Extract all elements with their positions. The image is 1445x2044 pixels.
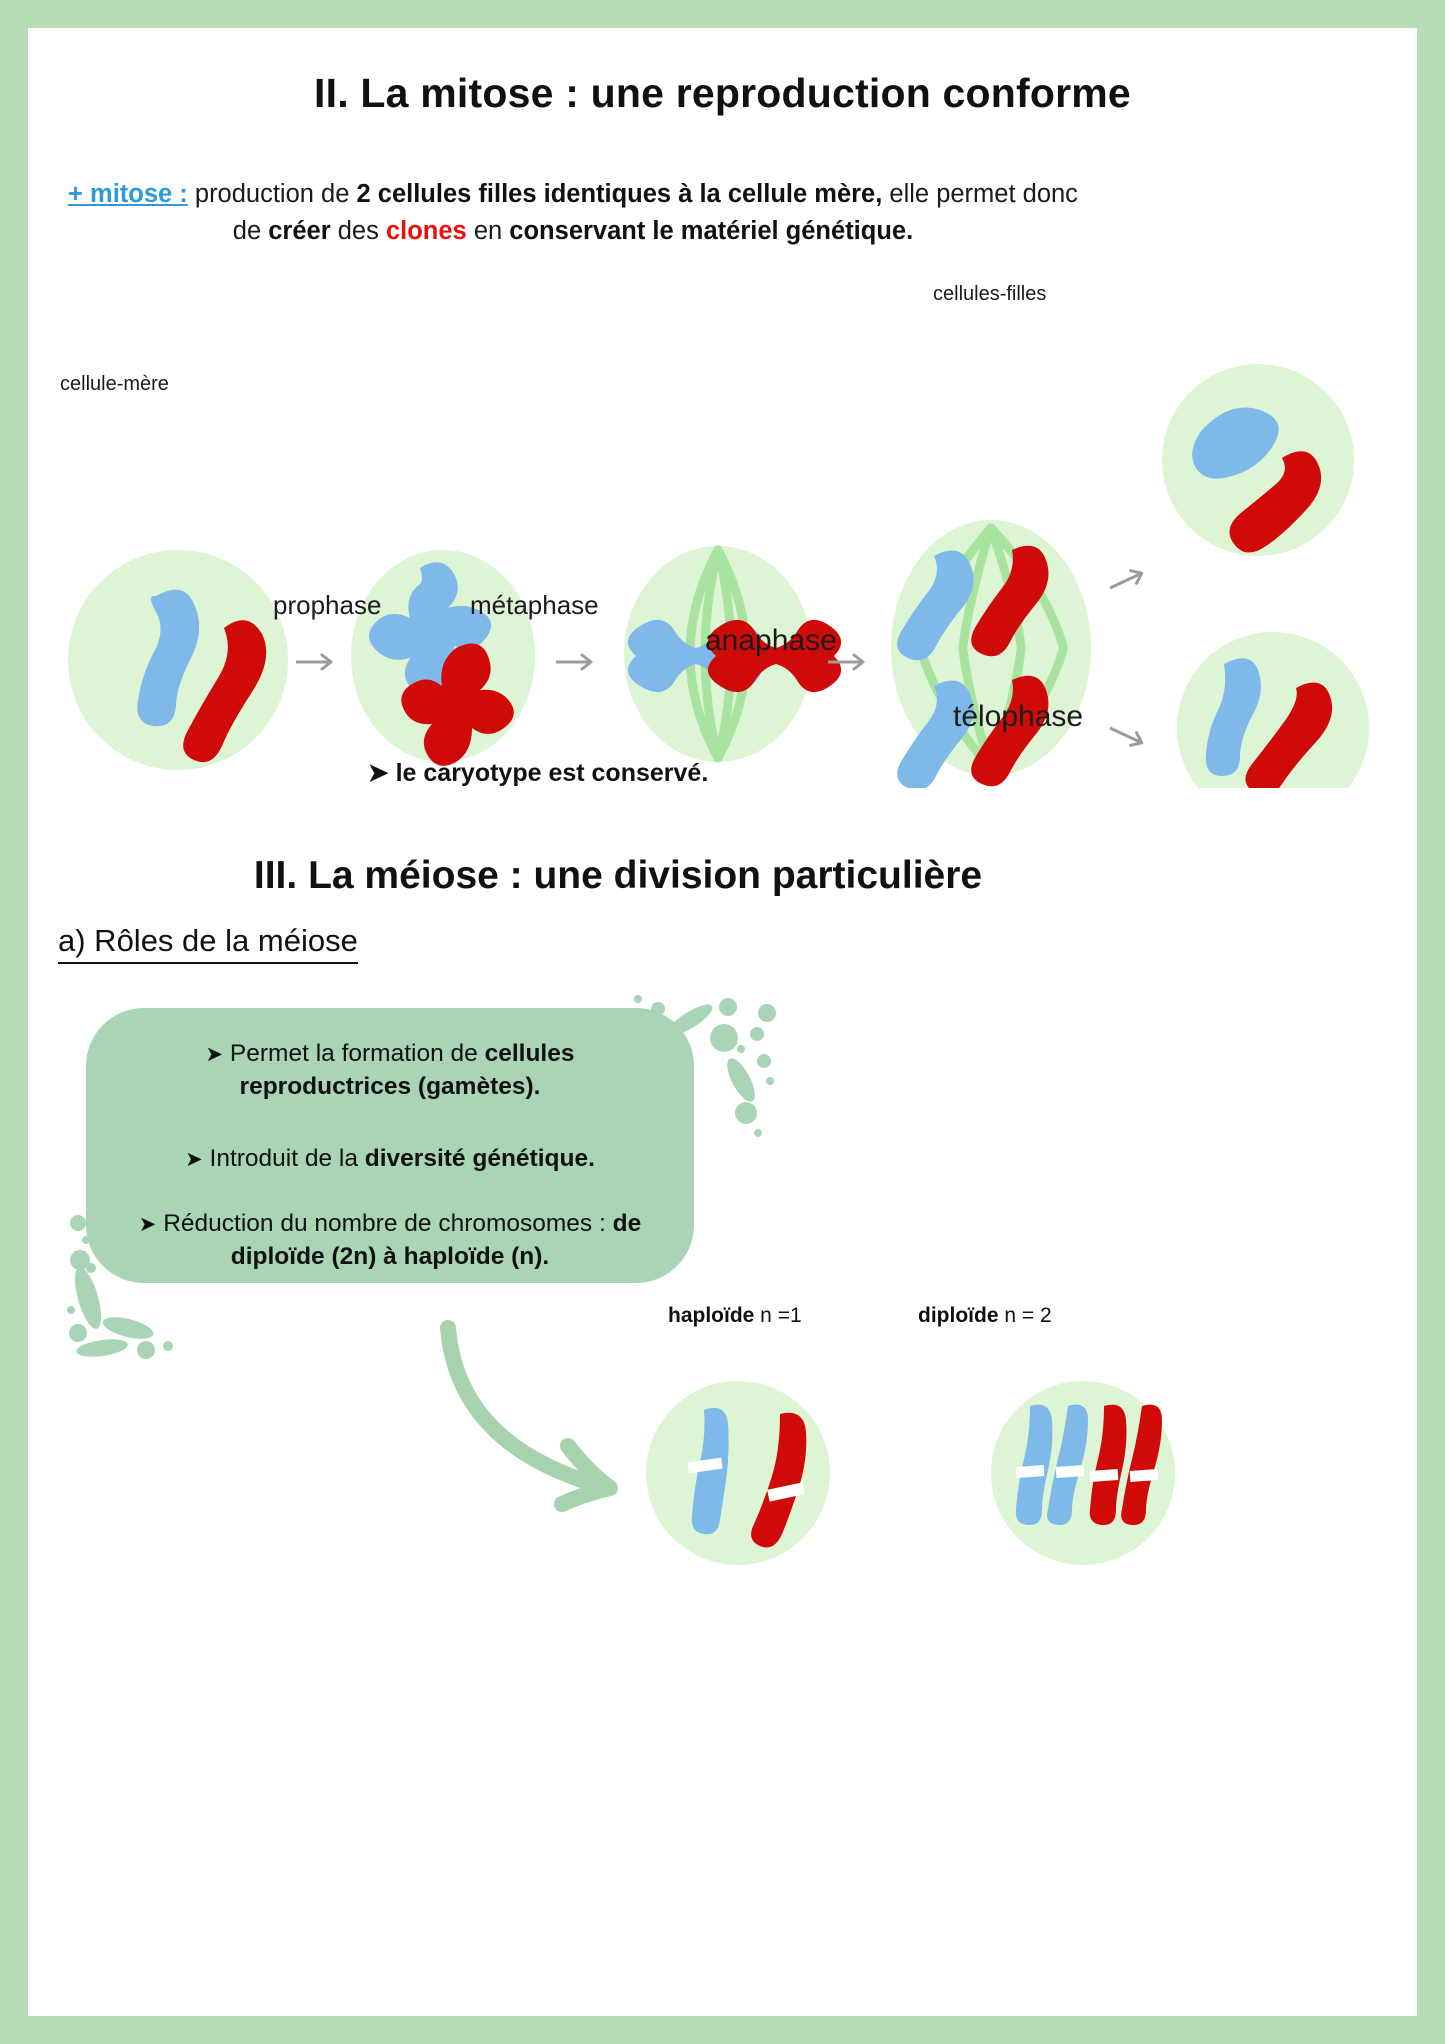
diagram-arrow-split-down <box>1105 720 1147 751</box>
bullet-arrow-icon-2: ➤ <box>185 1148 203 1171</box>
intro-text-3: des <box>330 216 386 245</box>
diagram-arrow-split-up <box>1105 565 1147 596</box>
page-title-meiose: III. La méiose : une division particuliè… <box>253 854 983 897</box>
callout-1-bold: cellules <box>484 1040 575 1067</box>
bullet-arrow-icon-3: ➤ <box>138 1213 157 1236</box>
ploidy-diagram <box>440 1320 1175 1565</box>
intro-text-4: en <box>466 216 510 245</box>
intro-paragraph: + mitose : production de 2 cellules fill… <box>68 176 1078 250</box>
label-cellule-mere: cellule-mère <box>60 373 169 395</box>
meiose-roles-callout-box <box>86 1008 694 1283</box>
callout-item-3: ➤ Réduction du nombre de chromosomes : d… <box>86 1208 694 1273</box>
callout-1-bold-line2: reproductrices (gamètes). <box>239 1072 541 1100</box>
callout-2-bold: diversité génétique. <box>364 1145 595 1172</box>
cell-prophase <box>351 550 535 766</box>
meiose-roles-callout-text: ➤ Permet la formation de cellules reprod… <box>86 1008 694 1283</box>
cell-daughter-top <box>1162 364 1354 556</box>
intro-text-2: elle permet donc de <box>232 180 1078 245</box>
subheading-roles-meiose: a) Rôles de la méiose <box>58 923 358 964</box>
label-haploide-bold: haploïde <box>668 1304 755 1327</box>
callout-3-plain: Réduction du nombre de chromosomes : <box>156 1210 613 1237</box>
decorative-leaves-right <box>634 995 776 1137</box>
label-phase-metaphase: métaphase <box>470 590 599 620</box>
label-phase-anaphase: anaphase <box>705 624 837 657</box>
cell-daughter-bottom <box>1177 632 1369 788</box>
label-haploide: haploïde n =1 <box>668 1304 802 1328</box>
label-haploide-value: n =1 <box>754 1304 802 1327</box>
intro-bold-1: 2 cellules filles identiques à la cellul… <box>356 180 883 208</box>
bullet-arrow-icon-1: ➤ <box>205 1043 224 1066</box>
label-diploide-value: n = 2 <box>998 1304 1052 1327</box>
callout-2-plain: Introduit de la <box>202 1145 365 1172</box>
page-title-mitose: II. La mitose : une reproduction conform… <box>314 70 1131 116</box>
label-cellules-filles: cellules-filles <box>933 283 1047 305</box>
intro-red-clones: clones <box>385 216 467 245</box>
label-phase-prophase: prophase <box>273 590 382 620</box>
cell-mother <box>68 550 288 770</box>
callout-item-1: ➤ Permet la formation de cellules reprod… <box>86 1038 694 1103</box>
label-diploide-bold: diploïde <box>918 1304 999 1327</box>
intro-text-1: production de <box>187 180 357 208</box>
intro-bold-3: conservant le matériel génétique. <box>509 216 914 245</box>
intro-bold-2: créer <box>268 216 331 245</box>
callout-3-bold-line2: diploïde (2n) à haploïde (n). <box>230 1242 550 1270</box>
diagram-arrow-1 <box>294 653 333 671</box>
curved-arrow-icon <box>440 1320 618 1512</box>
callout-item-2: ➤ Introduit de la diversité génétique. <box>86 1143 694 1176</box>
mitosis-diagram <box>68 364 1369 788</box>
callout-3-bold: de <box>612 1210 642 1237</box>
cell-diploid <box>991 1381 1175 1565</box>
label-phase-telophase: télophase <box>953 700 1084 733</box>
cell-haploid <box>646 1381 830 1565</box>
callout-1-plain: Permet la formation de <box>223 1040 485 1067</box>
label-diploide: diploïde n = 2 <box>918 1304 1052 1328</box>
diagram-arrow-2 <box>554 653 593 671</box>
document-page: II. La mitose : une reproduction conform… <box>28 28 1417 2016</box>
decorative-leaves-left <box>67 1215 173 1359</box>
definition-lead-link[interactable]: + mitose : <box>68 180 188 208</box>
conclusion-caryotype: ➤ le caryotype est conservé. <box>367 759 709 787</box>
cell-anaphase <box>891 520 1091 788</box>
cell-metaphase <box>624 545 842 763</box>
